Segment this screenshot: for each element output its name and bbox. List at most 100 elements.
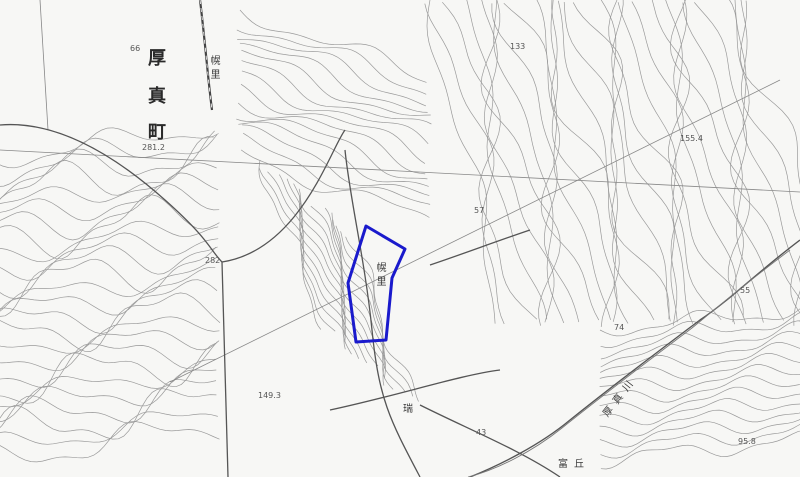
- contour-line: [298, 188, 360, 359]
- contour-line: [536, 0, 611, 321]
- contour-line: [324, 207, 386, 379]
- lower-label-2: 富丘: [558, 459, 590, 470]
- contour-line: [237, 102, 426, 175]
- contour-line: [345, 236, 419, 402]
- contour-line: [631, 1, 722, 321]
- contour-line: [243, 132, 431, 205]
- town-char-3: 町: [148, 122, 166, 143]
- straight-lines: [0, 0, 800, 383]
- contour-line: [599, 409, 800, 437]
- contour-line: [563, 1, 655, 321]
- contour-line: [694, 2, 785, 321]
- contour-line: [600, 430, 800, 470]
- contour-line: [600, 423, 800, 459]
- contour-line: [480, 0, 561, 326]
- contour-line: [682, 2, 764, 323]
- contour-line: [600, 331, 800, 368]
- contour-line: [600, 312, 800, 348]
- contour-line: [442, 1, 538, 320]
- elevation-label: 43: [476, 428, 487, 437]
- contour-line: [0, 279, 218, 335]
- contour-line: [0, 130, 215, 200]
- contour-line: [241, 49, 431, 116]
- contour-line: [600, 320, 800, 360]
- contour-line: [557, 0, 629, 324]
- project-boundary-polygon[interactable]: [346, 224, 407, 344]
- contour-line: [335, 225, 406, 393]
- town-char-2: 真: [148, 86, 166, 107]
- contour-line: [481, 0, 555, 323]
- contour-line: [0, 316, 220, 354]
- contour-line: [240, 83, 426, 164]
- contour-line: [0, 162, 217, 205]
- contour-line: [278, 174, 346, 343]
- contour-line: [503, 2, 600, 321]
- locality-label: 幌里: [374, 262, 385, 290]
- contour-line: [599, 364, 800, 391]
- contour-line: [310, 205, 386, 371]
- contour-line: [239, 9, 427, 83]
- contour-line: [0, 266, 216, 316]
- contour-line: [493, 0, 565, 324]
- contour-line: [740, 0, 800, 314]
- contour-line: [651, 0, 744, 318]
- contour-line: [0, 369, 217, 422]
- contour-line: [0, 257, 216, 312]
- contour-line: [236, 118, 428, 180]
- elevation-label: 74: [614, 323, 625, 332]
- contour-line: [608, 0, 684, 326]
- contour-line: [0, 358, 217, 408]
- contour-line: [426, 0, 496, 324]
- contour-line: [665, 0, 737, 323]
- contour-line: [0, 421, 220, 463]
- contour-line: [0, 127, 219, 169]
- contour-line: [240, 149, 430, 218]
- contour-line: [237, 39, 427, 107]
- lower-label-1: 瑞: [403, 404, 413, 415]
- elevation-label: 55: [740, 286, 751, 295]
- contour-line: [258, 159, 322, 330]
- contour-line: [0, 388, 217, 440]
- contour-line: [617, 2, 694, 324]
- contour-line: [600, 342, 800, 373]
- contour-line: [550, 0, 620, 327]
- contour-line: [0, 379, 217, 429]
- contour-line: [600, 0, 671, 322]
- contour-line: [241, 60, 432, 125]
- contour-line: [491, 3, 580, 323]
- elevation-label: 155.4: [680, 134, 703, 143]
- contour-line: [673, 0, 744, 325]
- contour-line: [0, 220, 219, 263]
- contour-line: [611, 0, 678, 323]
- elevation-label: 57: [474, 206, 485, 215]
- contour-line: [0, 194, 220, 260]
- railway: [198, 0, 214, 111]
- contour-line: [239, 42, 428, 113]
- contour-line: [0, 342, 216, 404]
- contour-line: [669, 0, 751, 325]
- elevation-label: 281.2: [142, 143, 165, 152]
- contour-line: [267, 171, 346, 335]
- contour-line: [424, 3, 505, 325]
- contour-line: [298, 195, 368, 364]
- elevation-label: 133: [510, 42, 526, 51]
- contour-line: [0, 245, 218, 299]
- contour-line: [258, 167, 336, 332]
- contour-line: [236, 29, 427, 95]
- elevation-label: 282: [205, 256, 221, 265]
- contour-line: [0, 134, 218, 187]
- contour-line: [572, 2, 670, 320]
- contour-line: [599, 386, 800, 414]
- contour-line: [0, 341, 218, 388]
- contour-line: [466, 0, 548, 320]
- contour-line: [331, 212, 386, 386]
- contour-line: [238, 121, 429, 187]
- contour-line: [0, 411, 218, 445]
- town-char-1: 厚: [148, 48, 166, 69]
- contour-line: [599, 353, 800, 380]
- contour-line: [300, 202, 379, 367]
- contour-line: [734, 0, 800, 322]
- contour-line: [599, 308, 800, 337]
